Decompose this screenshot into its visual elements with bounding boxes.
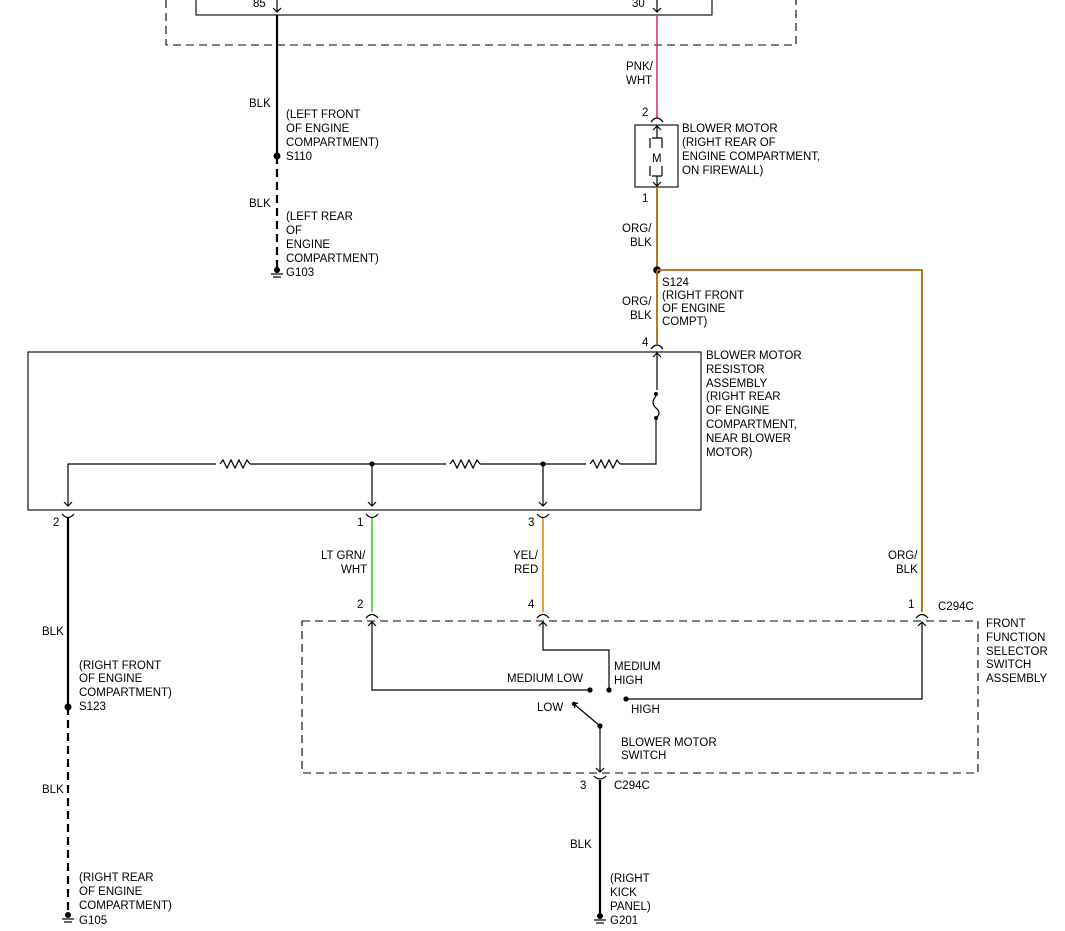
- switch-pin-4: 4: [528, 599, 535, 611]
- pin-30-label: 30: [632, 0, 645, 10]
- ground-g201-label: G201: [610, 915, 638, 927]
- label-high: HIGH: [631, 704, 660, 716]
- resistor-pin-2: 2: [53, 517, 59, 529]
- connector-c294c-bottom: C294C: [614, 780, 650, 792]
- thermal-fuse: [652, 392, 660, 420]
- switch-connector-1: [915, 613, 929, 619]
- medium-high-contact: [606, 687, 612, 693]
- resistor-pin-3: 3: [528, 517, 534, 529]
- resistor-pin-3-lead: [538, 464, 548, 507]
- motor-symbol: M: [652, 153, 662, 165]
- wire-label-blk-3: BLK: [42, 626, 64, 638]
- ground-g201-symbol: [594, 913, 606, 924]
- ground-g103-label: G103: [286, 267, 314, 279]
- blower-motor-label: BLOWER MOTOR (RIGHT REAR OF ENGINE COMPA…: [682, 123, 823, 177]
- wire-label-pnk-wht: PNK/ WHT: [626, 61, 656, 87]
- resistor-pin-2-arrow: [63, 501, 73, 507]
- resistor-assembly-box: [27, 351, 702, 511]
- motor-connector-top: [650, 117, 664, 123]
- blower-motor-switch-label: BLOWER MOTOR SWITCH: [621, 737, 720, 762]
- label-medium-high: MEDIUM HIGH: [614, 661, 664, 687]
- switch-connector-2: [365, 613, 379, 619]
- wire-label-blk-g201: BLK: [570, 839, 592, 851]
- motor-pin-2: 2: [642, 107, 648, 119]
- wire-label-org-blk-1: ORG/ BLK: [622, 223, 655, 249]
- location-right-rear: (RIGHT REAR OF ENGINE COMPARTMENT): [79, 872, 172, 912]
- wire-label-org-blk-2: ORG/ BLK: [622, 296, 655, 322]
- wire-label-blk-4: BLK: [42, 784, 64, 796]
- resistor-2: [449, 458, 481, 470]
- medium-low-contact: [587, 687, 593, 693]
- splice-s123-dot: [64, 703, 72, 711]
- ground-g105-symbol: [62, 912, 74, 923]
- splice-s124-label: S124 (RIGHT FRONT OF ENGINE COMPT): [662, 277, 747, 328]
- location-left-rear: (LEFT REAR OF ENGINE COMPARTMENT): [286, 211, 379, 265]
- medium-high-path: [538, 621, 610, 688]
- motor-pin-1: 1: [642, 193, 648, 205]
- resistor-connector-4: [650, 344, 664, 350]
- medium-low-path: [367, 621, 590, 691]
- relay-box: [195, 0, 713, 16]
- motor-brush-top: [649, 125, 663, 148]
- location-left-front: (LEFT FRONT OF ENGINE COMPARTMENT): [286, 109, 379, 149]
- splice-s110-label: S110: [286, 151, 312, 163]
- splice-s110-dot: [273, 152, 281, 160]
- wire-label-blk-2: BLK: [249, 198, 271, 210]
- resistor-left-lead: [67, 463, 216, 506]
- label-medium-low: MEDIUM LOW: [507, 673, 583, 685]
- motor-brush-bottom: [649, 166, 663, 187]
- org-blk-wire-to-switch: [657, 269, 923, 612]
- wire-label-yel-red: YEL/ RED: [513, 550, 541, 576]
- resistor-connector-2: [61, 513, 75, 519]
- wire-label-blk-1: BLK: [249, 98, 271, 110]
- switch-pin-3: 3: [580, 780, 586, 792]
- high-path: [626, 621, 927, 700]
- switch-blade-tip: [573, 702, 579, 709]
- location-right-front: (RIGHT FRONT OF ENGINE COMPARTMENT): [79, 660, 172, 699]
- switch-connector-3: [593, 775, 607, 780]
- resistor-pin-1: 1: [357, 517, 363, 529]
- connector-c294c-top: C294C: [938, 601, 974, 613]
- resistor-right-lead: [620, 418, 657, 465]
- resistor-3: [589, 458, 621, 470]
- resistor-1: [219, 458, 251, 470]
- pin-30-arrow: [652, 0, 662, 13]
- relay-dashed-box: [165, 0, 797, 46]
- location-right-kick-panel: (RIGHT KICK PANEL): [610, 873, 653, 913]
- switch-assembly-dashed-box: [301, 620, 979, 774]
- resistor-assembly-label: BLOWER MOTOR RESISTOR ASSEMBLY (RIGHT RE…: [706, 350, 805, 459]
- ground-g105-label: G105: [79, 915, 107, 927]
- resistor-pin-1-lead: [367, 464, 377, 507]
- switch-common-lead: [595, 726, 605, 773]
- pin-85-label: 85: [253, 0, 266, 10]
- switch-assembly-label: FRONT FUNCTION SELECTOR SWITCH ASSEMBLY: [986, 618, 1051, 685]
- resistor-pin-4: 4: [642, 337, 649, 349]
- wire-label-lt-grn-wht: LT GRN/ WHT: [321, 550, 369, 576]
- pin-85-arrow: [272, 0, 282, 13]
- switch-blade: [573, 703, 601, 727]
- splice-s123-label: S123: [79, 701, 106, 713]
- switch-pin-2: 2: [357, 599, 363, 611]
- high-contact: [623, 696, 629, 702]
- ground-g103-symbol: [271, 267, 283, 278]
- wire-label-org-blk-3: ORG/ BLK: [888, 550, 921, 576]
- switch-connector-4: [536, 613, 550, 619]
- resistor-connector-3: [536, 513, 550, 519]
- resistor-input-lead: [652, 352, 662, 390]
- label-low: LOW: [537, 702, 563, 714]
- resistor-connector-1: [365, 513, 379, 519]
- switch-pin-1: 1: [908, 599, 914, 611]
